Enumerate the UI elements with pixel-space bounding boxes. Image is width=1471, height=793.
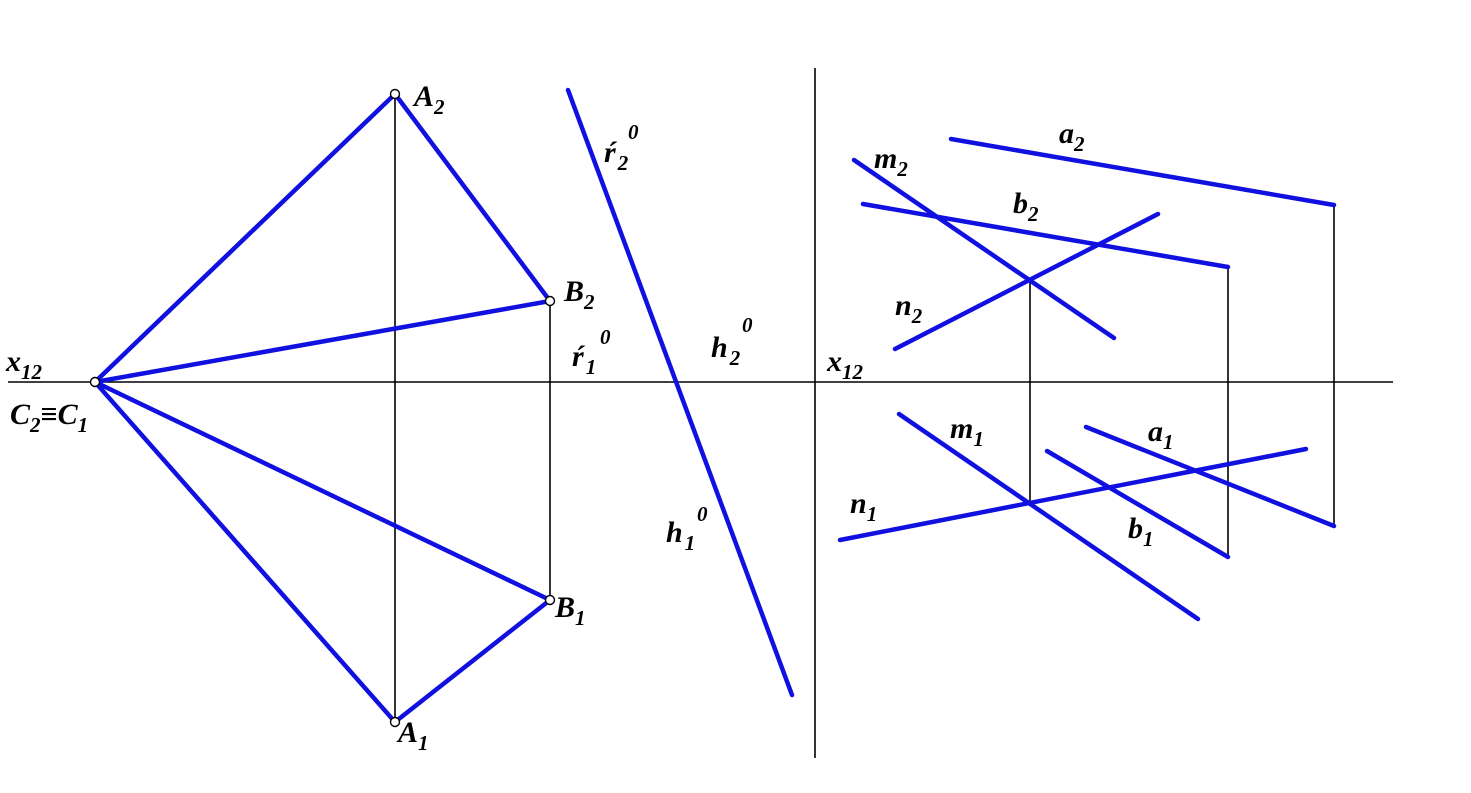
label-x12-left: x12 (5, 345, 43, 384)
label-h2-0: h2 (711, 331, 741, 370)
label-r1-0: ŕ1 (572, 340, 596, 379)
label-r2-0-sup: 0 (628, 120, 639, 144)
label-a2-line: a2 (1059, 117, 1085, 156)
line-m2 (851, 157, 1117, 341)
line-c-b1 (92, 379, 553, 603)
label-a2: A2 (412, 80, 445, 119)
label-h1-0-sup: 0 (697, 502, 708, 526)
label-m2-line: m2 (874, 142, 908, 181)
line-a2 (948, 136, 1337, 208)
point-a2 (389, 88, 401, 100)
label-b2-line: b2 (1013, 187, 1039, 226)
label-a1: A1 (396, 716, 429, 755)
line-b2 (860, 201, 1231, 270)
label-x12-right: x12 (826, 345, 864, 384)
line-b1 (1044, 448, 1231, 560)
label-n2-line: n2 (895, 289, 923, 328)
label-n1-line: n1 (850, 487, 877, 526)
label-b1: B1 (554, 591, 586, 630)
points (89, 88, 556, 728)
point-a1 (389, 716, 401, 728)
line-m1 (896, 411, 1201, 622)
label-r2-0: ŕ2 (604, 136, 629, 175)
label-b1-line: b1 (1128, 512, 1154, 551)
line-c-a2 (92, 91, 398, 385)
line-c-a1 (92, 379, 398, 725)
line-n1 (837, 446, 1309, 543)
label-a1-line: a1 (1148, 415, 1174, 454)
construction-lines (8, 68, 1393, 758)
point-b1 (544, 594, 556, 606)
line-a1 (1083, 424, 1337, 529)
label-h1-0: h1 (666, 516, 695, 555)
point-c (89, 376, 101, 388)
label-b2: B2 (563, 275, 595, 314)
label-h2-0-sup: 0 (742, 313, 753, 337)
line-c-b2 (92, 298, 553, 385)
label-r1-0-sup: 0 (600, 325, 611, 349)
label-c2-c1: C2≡C1 (10, 398, 88, 437)
line-a2-b2 (392, 91, 553, 304)
point-b2 (544, 295, 556, 307)
labels: x12 C2≡C1 A2 B2 B1 A1 ŕ2 0 ŕ1 0 h2 0 h1 … (5, 80, 1174, 755)
label-m1-line: m1 (950, 412, 984, 451)
line-n2 (892, 211, 1161, 352)
main-lines (92, 87, 1337, 725)
line-a1-b1 (392, 597, 553, 725)
trace-line-h (565, 87, 795, 698)
